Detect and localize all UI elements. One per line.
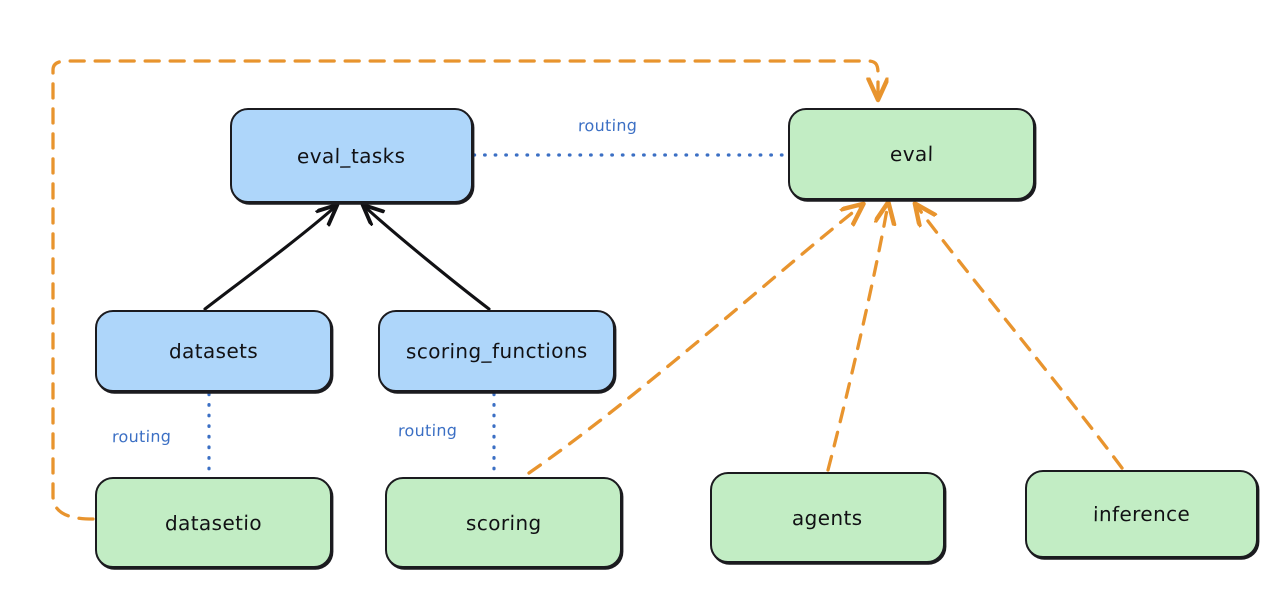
node-eval[interactable]: eval: [788, 108, 1035, 200]
edge-datasets-to-eval_tasks: [203, 206, 336, 311]
edge-scoring-to-eval: [527, 205, 862, 475]
edge-scoring-functions-to-eval_tasks: [364, 206, 491, 311]
node-label-agents: agents: [792, 505, 863, 530]
node-inference[interactable]: inference: [1025, 470, 1258, 558]
edge-label-routing-eval: routing: [577, 115, 638, 136]
node-scoring[interactable]: scoring: [385, 477, 622, 568]
node-label-datasets: datasets: [168, 338, 259, 364]
node-label-scoring: scoring: [465, 510, 542, 535]
edge-label-routing-datasetio: routing: [111, 426, 172, 447]
edge-inference-to-eval: [916, 205, 1124, 470]
node-label-eval: eval: [889, 141, 934, 167]
edge-agents-to-eval: [826, 204, 888, 472]
node-agents[interactable]: agents: [710, 472, 945, 563]
node-label-eval-tasks: eval_tasks: [297, 143, 406, 168]
node-eval-tasks[interactable]: eval_tasks: [230, 108, 473, 203]
node-label-datasetio: datasetio: [164, 510, 263, 535]
node-scoring-functions[interactable]: scoring_functions: [378, 310, 615, 392]
edge-label-routing-scoring: routing: [397, 420, 458, 441]
node-datasets[interactable]: datasets: [95, 310, 332, 392]
node-datasetio[interactable]: datasetio: [95, 477, 332, 568]
edge-datasetio-to-eval: [51, 59, 878, 521]
node-label-scoring-functions: scoring_functions: [405, 338, 588, 364]
node-label-inference: inference: [1092, 501, 1191, 527]
